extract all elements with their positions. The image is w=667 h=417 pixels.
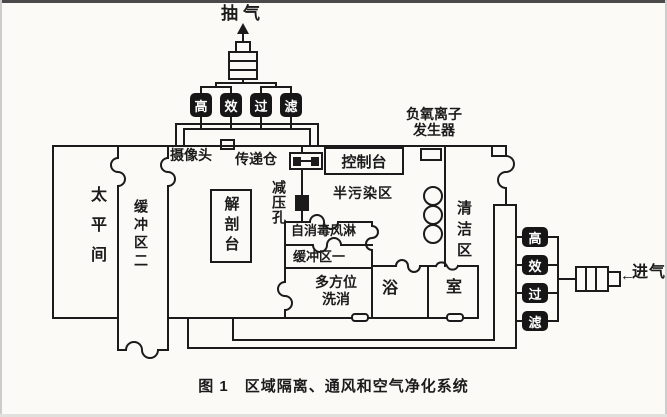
- intake-filter-4: 滤: [522, 311, 548, 331]
- autopsy-table-box: 解剖台: [210, 189, 252, 263]
- ion-generator-line1: 负氧离子: [406, 106, 462, 122]
- intake-filter-3-char: 过: [528, 286, 542, 302]
- intake-filter-1: 高: [522, 227, 548, 247]
- ion-generator-label: 负氧离子 发生器: [388, 106, 480, 138]
- door-bath: [394, 259, 422, 273]
- door-buffer2-bottom: [124, 341, 160, 359]
- figure-caption: 图 1 区域隔离、通风和空气净化系统: [198, 378, 469, 395]
- duct-inner: [232, 204, 495, 341]
- corridor-buffer2-walls: [117, 317, 169, 351]
- exhaust-filter-4-char: 滤: [284, 98, 298, 114]
- autopsy-table-label: 解剖台: [222, 196, 240, 256]
- duct-outer: [187, 204, 517, 349]
- exhaust-filter-1: 高: [190, 93, 212, 117]
- exhaust-filter-1-char: 高: [194, 98, 208, 114]
- exhaust-plenum-outer: [175, 123, 319, 147]
- buffer-one-label: 缓冲区一: [293, 249, 346, 264]
- multi-wash-line1: 多方位: [315, 274, 357, 290]
- room-label: 室: [446, 279, 463, 296]
- door-entrance: [497, 154, 515, 206]
- exhaust-filter-2-char: 效: [224, 98, 238, 114]
- frame-top-edge: [0, 0, 667, 3]
- transfer-chamber-valve-icon: [289, 152, 323, 170]
- door-shower-top: [308, 214, 340, 230]
- exhaust-filter-3: 过: [250, 93, 272, 117]
- ion-generator-line2: 发生器: [413, 122, 455, 138]
- multi-wash-line2: 洗消: [322, 291, 350, 307]
- exhaust-plenum-inner: [183, 128, 311, 147]
- entrance-jamb: [491, 145, 507, 157]
- pass-through-windows: [423, 186, 443, 244]
- exhaust-filter-4: 滤: [280, 93, 302, 117]
- exhaust-manifold: [200, 78, 292, 94]
- frame-bottom-edge: [0, 414, 667, 417]
- exhaust-pump-icon: [228, 41, 258, 80]
- intake-collector: [547, 236, 577, 322]
- console-label: 控制台: [341, 153, 387, 171]
- exhaust-filter-3-char: 过: [254, 98, 268, 114]
- transfer-chamber-label: 传递仓: [235, 151, 277, 167]
- intake-pump-icon: [575, 266, 621, 292]
- decompression-port-icon: [295, 195, 309, 211]
- self-disinfect-shower-label: 自消毒风淋: [291, 223, 357, 238]
- exhaust-arrow-head: [237, 23, 249, 34]
- exhaust-filter-2: 效: [220, 93, 242, 117]
- exhaust-label: 抽气: [221, 4, 265, 23]
- intake-filter-2-char: 效: [528, 258, 542, 274]
- console-box: 控制台: [324, 147, 404, 175]
- buffer-two-label: 缓冲区二: [133, 199, 149, 271]
- door-buffer2-top: [160, 156, 176, 188]
- door-wash-left: [277, 280, 293, 312]
- intake-filter-2: 效: [522, 255, 548, 275]
- intake-label: 进气: [632, 264, 667, 281]
- clean-zone-label: 清洁区: [455, 200, 472, 263]
- duct-vents: [351, 313, 464, 322]
- intake-filter-4-char: 滤: [528, 314, 542, 330]
- semi-contaminated-label: 半污染区: [333, 185, 393, 201]
- frame-right-edge: [665, 0, 667, 417]
- door-buffer1: [311, 237, 343, 253]
- frame-left-edge: [0, 0, 2, 417]
- intake-filter-stubs-left: [515, 236, 523, 322]
- morgue-label: 太平间: [88, 186, 105, 276]
- bath-label: 浴: [382, 280, 399, 297]
- intake-filter-3: 过: [522, 283, 548, 303]
- multi-wash-label: 多方位 洗消: [302, 274, 370, 308]
- intake-filter-1-char: 高: [528, 230, 542, 246]
- intake-arrow: ←: [620, 267, 635, 284]
- door-stack-right: [365, 224, 379, 252]
- ion-generator-unit-icon: [420, 148, 442, 161]
- door-room: [434, 261, 460, 271]
- camera-label: 摄像头: [170, 147, 212, 163]
- camera-unit-icon: [220, 139, 235, 150]
- decompression-hole-label: 减压孔: [271, 180, 287, 225]
- door-morgue: [110, 156, 126, 188]
